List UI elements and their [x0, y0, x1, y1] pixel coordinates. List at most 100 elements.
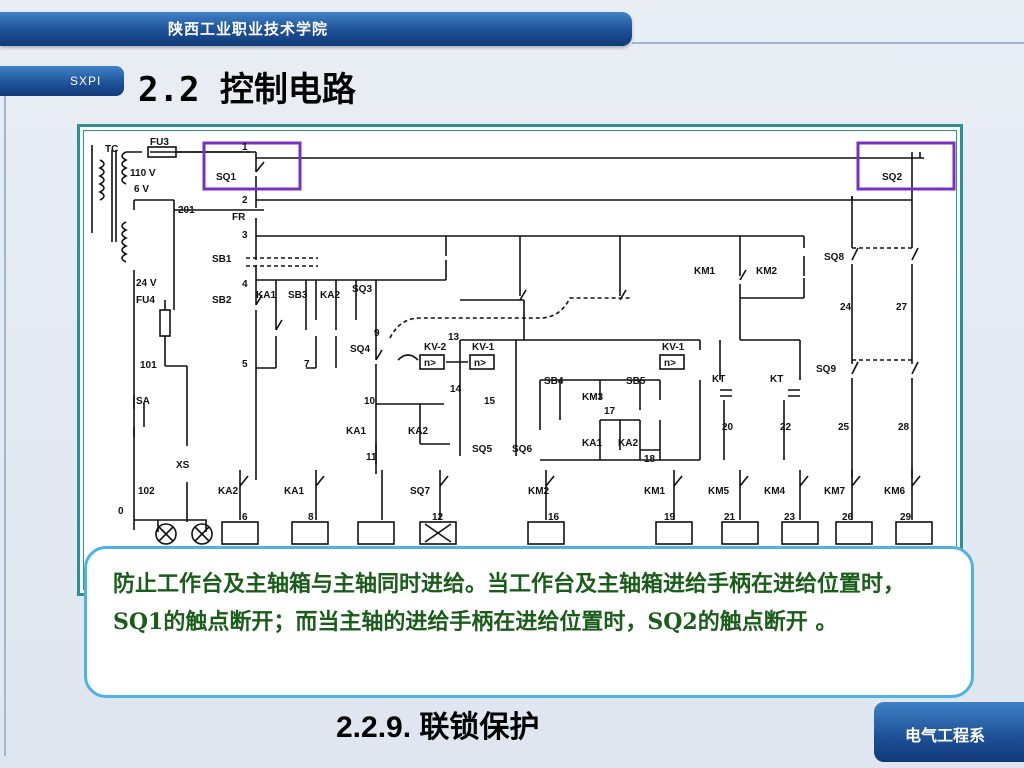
label-kv-box1: n>: [424, 358, 436, 369]
label-sq6: SQ6: [512, 444, 532, 455]
department-tab: [874, 702, 1024, 762]
label-node-11: 11: [366, 452, 377, 463]
label-node-6: 6: [242, 512, 248, 523]
label-24v: 24 V: [136, 278, 157, 289]
coil-km1-icon: [655, 521, 693, 545]
label-node-19: 19: [664, 512, 676, 523]
transformer-core: [111, 150, 117, 242]
transformer-primary-coil: [98, 159, 105, 201]
label-node-7: 7: [304, 359, 310, 370]
label-kv1-right: KV-1: [662, 342, 685, 353]
label-sq8: SQ8: [824, 252, 844, 263]
coil-km5-icon: [721, 521, 759, 545]
label-node-13: 13: [448, 332, 460, 343]
department-label: 电气工程系: [905, 726, 986, 745]
circuit-diagram-frame: TC FU3 110 V 6 V 201 24 V FU4 101 SA XS …: [77, 124, 963, 596]
label-tc: TC: [105, 144, 118, 155]
label-110v: 110 V: [130, 168, 156, 179]
label-sq5: SQ5: [472, 444, 492, 455]
label-fu4: FU4: [136, 295, 155, 306]
label-km2-bottom: KM2: [528, 486, 550, 497]
label-km6: KM6: [884, 486, 906, 497]
coil-km2-icon: [527, 521, 565, 545]
label-node-9: 9: [374, 328, 380, 339]
label-node-10: 10: [364, 396, 376, 407]
label-fr: FR: [232, 212, 246, 223]
label-kt-1: KT: [712, 374, 725, 385]
label-km4: KM4: [764, 486, 786, 497]
sxpi-tab: [0, 66, 124, 96]
callout-text: 防止工作台及主轴箱与主轴同时进给。当工作台及主轴箱进给手柄在进给位置时，SQ1的…: [113, 571, 906, 635]
label-ka2-bottom: KA2: [218, 486, 238, 497]
label-sq7: SQ7: [410, 486, 430, 497]
label-node-21: 21: [724, 512, 736, 523]
label-node-22: 22: [780, 422, 792, 433]
coil-ka1-icon: [291, 521, 329, 545]
label-km3: KM3: [582, 392, 604, 403]
label-sb2: SB2: [212, 295, 232, 306]
label-kv-box2: n>: [474, 358, 486, 369]
label-km5: KM5: [708, 486, 730, 497]
lamp-2-icon: [191, 523, 213, 545]
label-sb4: SB4: [544, 376, 564, 387]
label-node-4: 4: [242, 279, 248, 290]
coil-km6-icon: [895, 521, 933, 545]
label-node-29: 29: [900, 512, 912, 523]
label-kt-2: KT: [770, 374, 783, 385]
lamp-1-icon: [155, 523, 177, 545]
label-node-12: 12: [432, 512, 444, 523]
label-node-23: 23: [784, 512, 796, 523]
label-kv2: KV-2: [424, 342, 447, 353]
label-node-14: 14: [450, 384, 462, 395]
label-sa: SA: [136, 396, 150, 407]
section-subtitle: 2.2.9. 联锁保护: [336, 711, 540, 744]
kv-relay-2-icon: [469, 354, 495, 370]
school-name: 陕西工业职业技术学院: [168, 20, 329, 38]
label-xs: XS: [176, 460, 190, 471]
sq1-highlight-box: [202, 141, 302, 191]
label-node-1: 1: [242, 142, 248, 153]
label-sb1: SB1: [212, 254, 232, 265]
kv-relay-1-icon: [419, 354, 445, 370]
label-km7: KM7: [824, 486, 846, 497]
fuse-fu3-icon: [147, 146, 177, 158]
label-102: 102: [138, 486, 155, 497]
label-ka1-top: KA1: [256, 290, 276, 301]
label-101: 101: [140, 360, 157, 371]
label-201: 201: [178, 205, 195, 216]
sq2-highlight-box: [856, 141, 956, 191]
label-sq9: SQ9: [816, 364, 836, 375]
coil-sq7-icon: [419, 521, 457, 545]
label-fu3: FU3: [150, 137, 169, 148]
label-node-2: 2: [242, 195, 248, 206]
label-0: 0: [118, 506, 124, 517]
label-node-26: 26: [842, 512, 854, 523]
coil-3-icon: [357, 521, 395, 545]
label-km1-top: KM1: [694, 266, 716, 277]
label-sq3: SQ3: [352, 284, 372, 295]
fuse-fu4-icon: [159, 309, 171, 337]
label-sb5: SB5: [626, 376, 646, 387]
label-ka1-vertical: KA1: [582, 438, 602, 449]
coil-ka2-icon: [221, 521, 259, 545]
control-circuit-diagram: TC FU3 110 V 6 V 201 24 V FU4 101 SA XS …: [91, 137, 956, 545]
header-bar: [0, 12, 632, 46]
label-6v: 6 V: [134, 184, 149, 195]
label-node-3: 3: [242, 230, 248, 241]
label-ka2-top: KA2: [320, 290, 340, 301]
transformer-secondary-coil: [121, 151, 128, 185]
label-sq2: SQ2: [882, 172, 902, 183]
label-node-15: 15: [484, 396, 496, 407]
coil-km7-icon: [835, 521, 873, 545]
coil-km4-icon: [781, 521, 819, 545]
label-km2-top: KM2: [756, 266, 778, 277]
label-ka2-vertical: KA2: [618, 438, 638, 449]
label-node-24: 24: [840, 302, 852, 313]
label-kv1: KV-1: [472, 342, 495, 353]
label-node-27: 27: [896, 302, 908, 313]
label-node-20: 20: [722, 422, 734, 433]
label-km1-bottom: KM1: [644, 486, 666, 497]
header-divider: [632, 42, 1024, 44]
label-node-17: 17: [604, 406, 616, 417]
